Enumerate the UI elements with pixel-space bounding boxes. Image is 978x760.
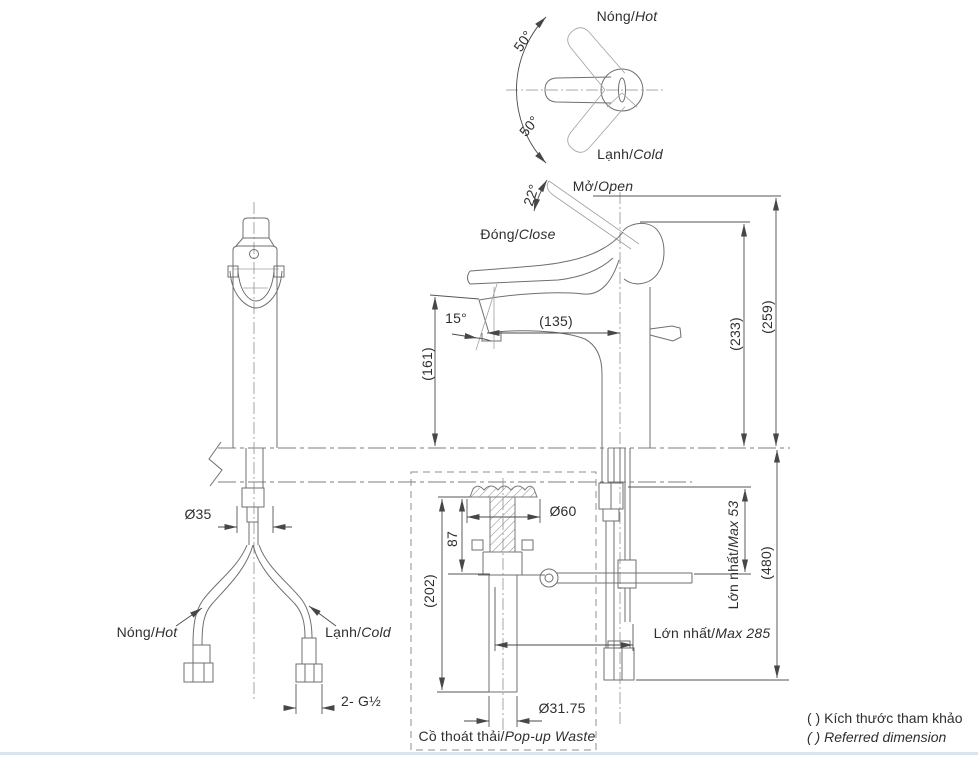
label-popup-waste: Cồ thoát thải/Pop-up Waste <box>419 728 596 744</box>
dim-135: (135) <box>539 313 573 329</box>
label-open: Mở/Open <box>573 178 633 194</box>
label-cold-bottom-en: Cold <box>361 624 391 640</box>
dim-angle-15: 15° <box>445 310 467 326</box>
dim-max-285: Lớn nhất/Max 285 <box>654 625 771 641</box>
dim-480: (480) <box>758 546 774 580</box>
label-popup-waste-en: Pop-up Waste <box>504 728 596 744</box>
dim-pipe-3175: Ø31.75 <box>538 700 586 716</box>
dim-233: (233) <box>727 317 743 351</box>
label-cold-bottom-vi: Lạnh/ <box>325 624 362 640</box>
label-open-vi: Mở/ <box>572 178 599 194</box>
label-popup-waste-vi: Cồ thoát thải/ <box>418 728 505 744</box>
label-close-en: Close <box>518 226 556 242</box>
label-close-vi: Đóng/ <box>480 226 519 242</box>
dim-thread-g12: 2- G½ <box>341 693 381 709</box>
dim-max-285-vi: Lớn nhất/ <box>653 625 716 641</box>
label-hot-bottom-vi: Nóng/ <box>116 624 155 640</box>
dim-259: (259) <box>759 300 775 334</box>
label-hot-top-vi: Nóng/ <box>596 8 635 24</box>
label-hot-top-en: Hot <box>634 8 658 24</box>
label-cold-top-vi: Lạnh/ <box>597 146 634 162</box>
label-close: Đóng/Close <box>480 226 555 242</box>
dim-max-285-en: Max 285 <box>715 625 771 641</box>
sheet-bottom-edge <box>0 752 978 755</box>
label-cold-top-en: Cold <box>633 146 663 162</box>
dim-hole-35: Ø35 <box>184 506 212 522</box>
label-cold-top: Lạnh/Cold <box>597 146 663 162</box>
supply-and-rod-assembly <box>494 448 789 681</box>
label-hot-top: Nóng/Hot <box>597 8 658 24</box>
dim-max-53: Lớn nhất/Max 53 <box>725 501 741 610</box>
dim-flange-60: Ø60 <box>549 503 577 519</box>
countertop <box>208 441 790 487</box>
label-hot-bottom: Nóng/Hot <box>117 624 178 640</box>
dim-161: (161) <box>419 347 435 381</box>
dim-max-53-vi: Lớn nhất/ <box>725 547 741 610</box>
label-hot-bottom-en: Hot <box>154 624 178 640</box>
dim-202: (202) <box>421 574 437 608</box>
legend-referred-vi: ( ) Kích thước tham khảo <box>807 710 963 726</box>
label-open-en: Open <box>598 178 634 194</box>
legend-referred-en: ( ) Referred dimension <box>807 729 947 745</box>
top-view-handle <box>506 16 664 164</box>
dim-max-53-en: Max 53 <box>725 500 741 548</box>
front-view-faucet <box>175 202 337 714</box>
popup-waste-detail <box>410 471 693 751</box>
label-cold-bottom: Lạnh/Cold <box>325 624 391 640</box>
dim-87: 87 <box>444 531 460 547</box>
